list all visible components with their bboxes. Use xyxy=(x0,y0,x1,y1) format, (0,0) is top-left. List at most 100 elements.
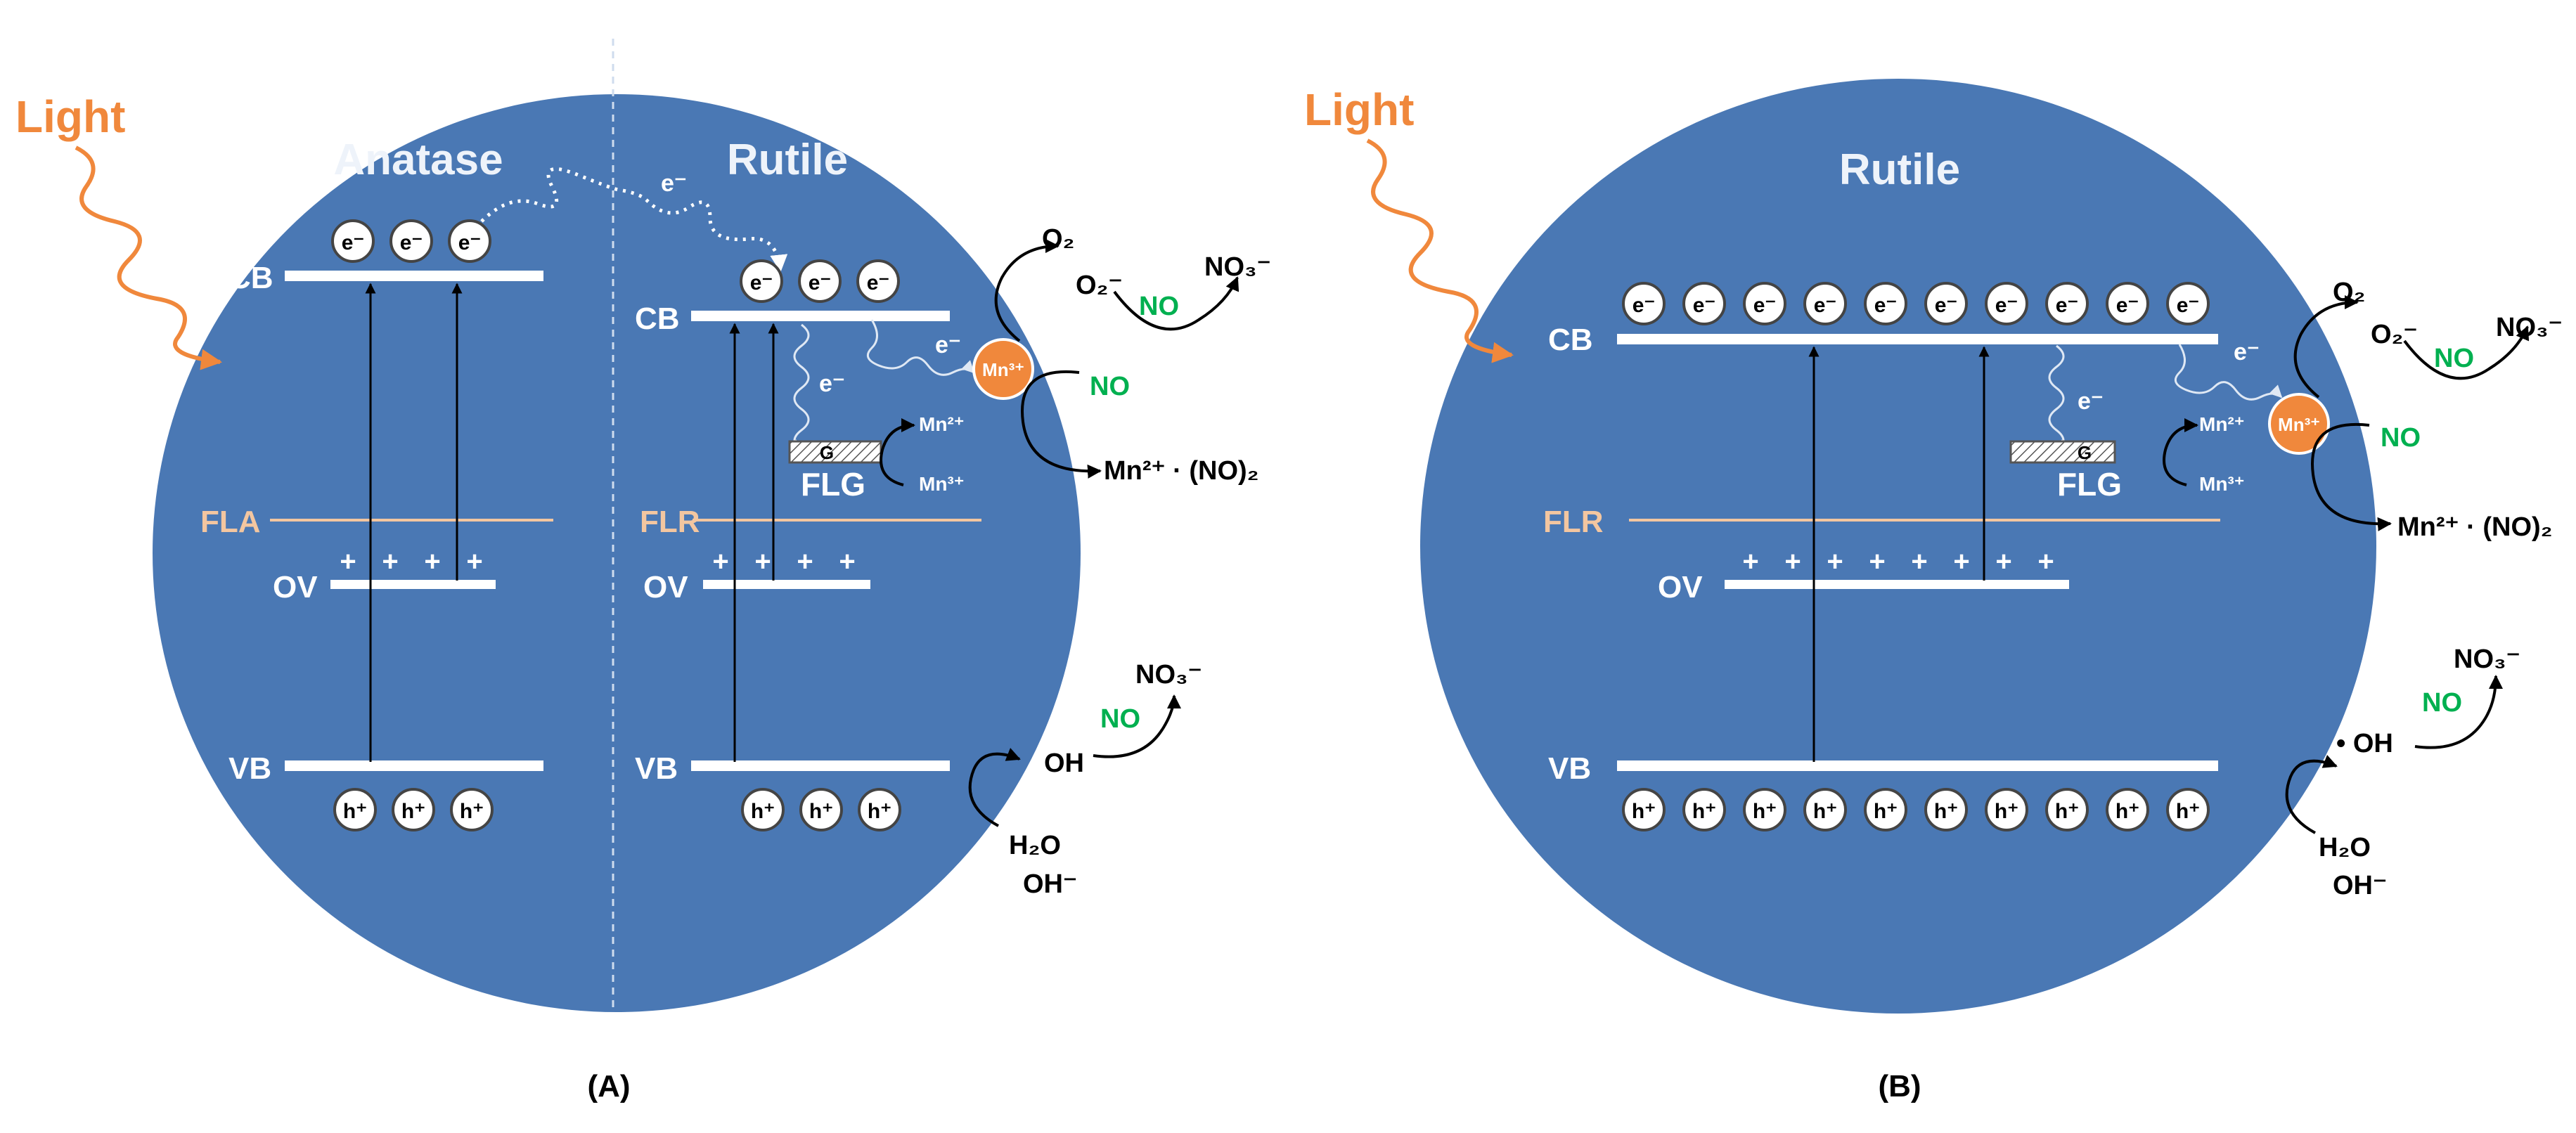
panel-caption-b: (B) xyxy=(1878,1069,1921,1103)
electron-label: e⁻ xyxy=(935,332,961,358)
hole-plus: + xyxy=(1995,546,2011,577)
no-oxidation-arrow xyxy=(1113,276,1239,331)
hole: h⁺ xyxy=(1924,788,1968,831)
hydroxide-label: OH⁻ xyxy=(2333,871,2387,900)
svg-text:e⁻: e⁻ xyxy=(750,271,773,294)
svg-text:h⁺: h⁺ xyxy=(868,800,891,823)
nitrate-label: NO₃⁻ xyxy=(2496,313,2563,342)
water-label: H₂O xyxy=(1009,831,1061,860)
no-oxidation-arrow xyxy=(2403,325,2530,380)
level-vb-anatase: VB xyxy=(228,751,271,786)
hole: h⁺ xyxy=(2045,788,2089,831)
hole-plus: + xyxy=(839,546,855,577)
sphere-b xyxy=(1420,79,2376,1014)
level-fla: FLA xyxy=(200,505,261,539)
flg-inner-label: G xyxy=(820,442,834,463)
svg-text:e⁻: e⁻ xyxy=(1814,294,1837,317)
title-rutile: Rutile xyxy=(1839,145,1960,194)
cb-line-rutile xyxy=(691,311,950,321)
svg-text:h⁺: h⁺ xyxy=(1995,800,2018,823)
electron: e⁻ xyxy=(1743,282,1786,325)
level-ov-rutile: OV xyxy=(643,570,688,604)
panel-caption-a: (A) xyxy=(587,1069,630,1103)
svg-text:e⁻: e⁻ xyxy=(458,231,482,254)
flg-mn3-label: Mn³⁺ xyxy=(919,473,965,495)
no-label: NO xyxy=(2434,344,2474,373)
svg-text:h⁺: h⁺ xyxy=(2055,800,2079,823)
light-wave xyxy=(75,145,222,370)
hole-plus: + xyxy=(754,546,771,577)
flg-mn2-label: Mn²⁺ xyxy=(919,413,965,435)
hole-plus: + xyxy=(712,546,728,577)
o2-reduction-arrow xyxy=(2293,295,2359,399)
nitrate-label: NO₃⁻ xyxy=(1204,252,1271,282)
mn-particle: Mn³⁺ xyxy=(2268,393,2330,455)
hole: h⁺ xyxy=(392,788,435,831)
electron: e⁻ xyxy=(2045,282,2089,325)
electron: e⁻ xyxy=(1924,282,1968,325)
electron-to-flg-path xyxy=(2048,344,2070,453)
electron: e⁻ xyxy=(856,259,900,303)
electron: e⁻ xyxy=(1682,282,1726,325)
superoxide-label: O₂⁻ xyxy=(1076,271,1123,300)
o2-label: O₂ xyxy=(1042,224,1074,254)
level-cb-rutile: CB xyxy=(635,302,680,336)
ov-line-rutile xyxy=(703,580,870,589)
ov-line xyxy=(1725,580,2069,589)
oh-radical-label: • OH xyxy=(2336,729,2393,758)
no-label: NO xyxy=(1090,372,1130,401)
hole: h⁺ xyxy=(1864,788,1907,831)
electron-label: e⁻ xyxy=(2234,339,2260,365)
hole-plus: + xyxy=(1784,546,1801,577)
hole: h⁺ xyxy=(2166,788,2210,831)
flg-mn3-label: Mn³⁺ xyxy=(2199,473,2245,495)
electron-to-flg-path xyxy=(788,323,810,453)
svg-text:h⁺: h⁺ xyxy=(343,800,367,823)
svg-text:h⁺: h⁺ xyxy=(2115,800,2139,823)
electron: e⁻ xyxy=(448,219,491,263)
level-cb: CB xyxy=(1548,323,1593,357)
no-adsorption-arrow xyxy=(2311,422,2392,531)
hole-plus: + xyxy=(340,546,356,577)
nitrate-label: NO₃⁻ xyxy=(2454,645,2520,674)
svg-text:e⁻: e⁻ xyxy=(342,231,365,254)
hole: h⁺ xyxy=(799,788,843,831)
flg-label: FLG xyxy=(801,466,865,503)
electron-label: e⁻ xyxy=(661,170,687,197)
hole-plus: + xyxy=(2037,546,2054,577)
vb-line xyxy=(1617,760,2218,771)
oh-oxidation-arrow xyxy=(2285,755,2338,834)
light-label: Light xyxy=(15,91,125,142)
hole: h⁺ xyxy=(333,788,377,831)
electron: e⁻ xyxy=(2166,282,2210,325)
o2-label: O₂ xyxy=(2333,278,2365,307)
svg-text:e⁻: e⁻ xyxy=(1693,294,1716,317)
hole-plus: + xyxy=(1953,546,1969,577)
flg-bar xyxy=(788,440,882,464)
level-ov-anatase: OV xyxy=(273,570,318,604)
svg-text:e⁻: e⁻ xyxy=(1753,294,1777,317)
level-cb-anatase: CB xyxy=(228,261,273,295)
hole-plus: + xyxy=(382,546,398,577)
flg-label: FLG xyxy=(2057,466,2122,503)
svg-text:h⁺: h⁺ xyxy=(1934,800,1958,823)
light-wave xyxy=(1366,138,1514,363)
oh-label: OH xyxy=(1044,749,1084,778)
no-oxidation-arrow xyxy=(1093,694,1181,758)
electron-to-mn-path xyxy=(2174,344,2283,401)
hole-plus: + xyxy=(1742,546,1758,577)
svg-text:e⁻: e⁻ xyxy=(809,271,832,294)
svg-text:h⁺: h⁺ xyxy=(1874,800,1898,823)
electron: e⁻ xyxy=(1864,282,1907,325)
ov-line-anatase xyxy=(330,580,496,589)
svg-text:h⁺: h⁺ xyxy=(401,800,425,823)
light-label: Light xyxy=(1304,84,1414,135)
panel-a: Light Anatase Rutile CB FLA OV VB e⁻ e⁻ … xyxy=(15,39,1271,1103)
hydroxide-label: OH⁻ xyxy=(1023,869,1077,899)
svg-text:Mn³⁺: Mn³⁺ xyxy=(982,359,1024,380)
electron: e⁻ xyxy=(1622,282,1666,325)
svg-text:e⁻: e⁻ xyxy=(1874,294,1898,317)
svg-text:h⁺: h⁺ xyxy=(1753,800,1777,823)
svg-text:e⁻: e⁻ xyxy=(2056,294,2079,317)
